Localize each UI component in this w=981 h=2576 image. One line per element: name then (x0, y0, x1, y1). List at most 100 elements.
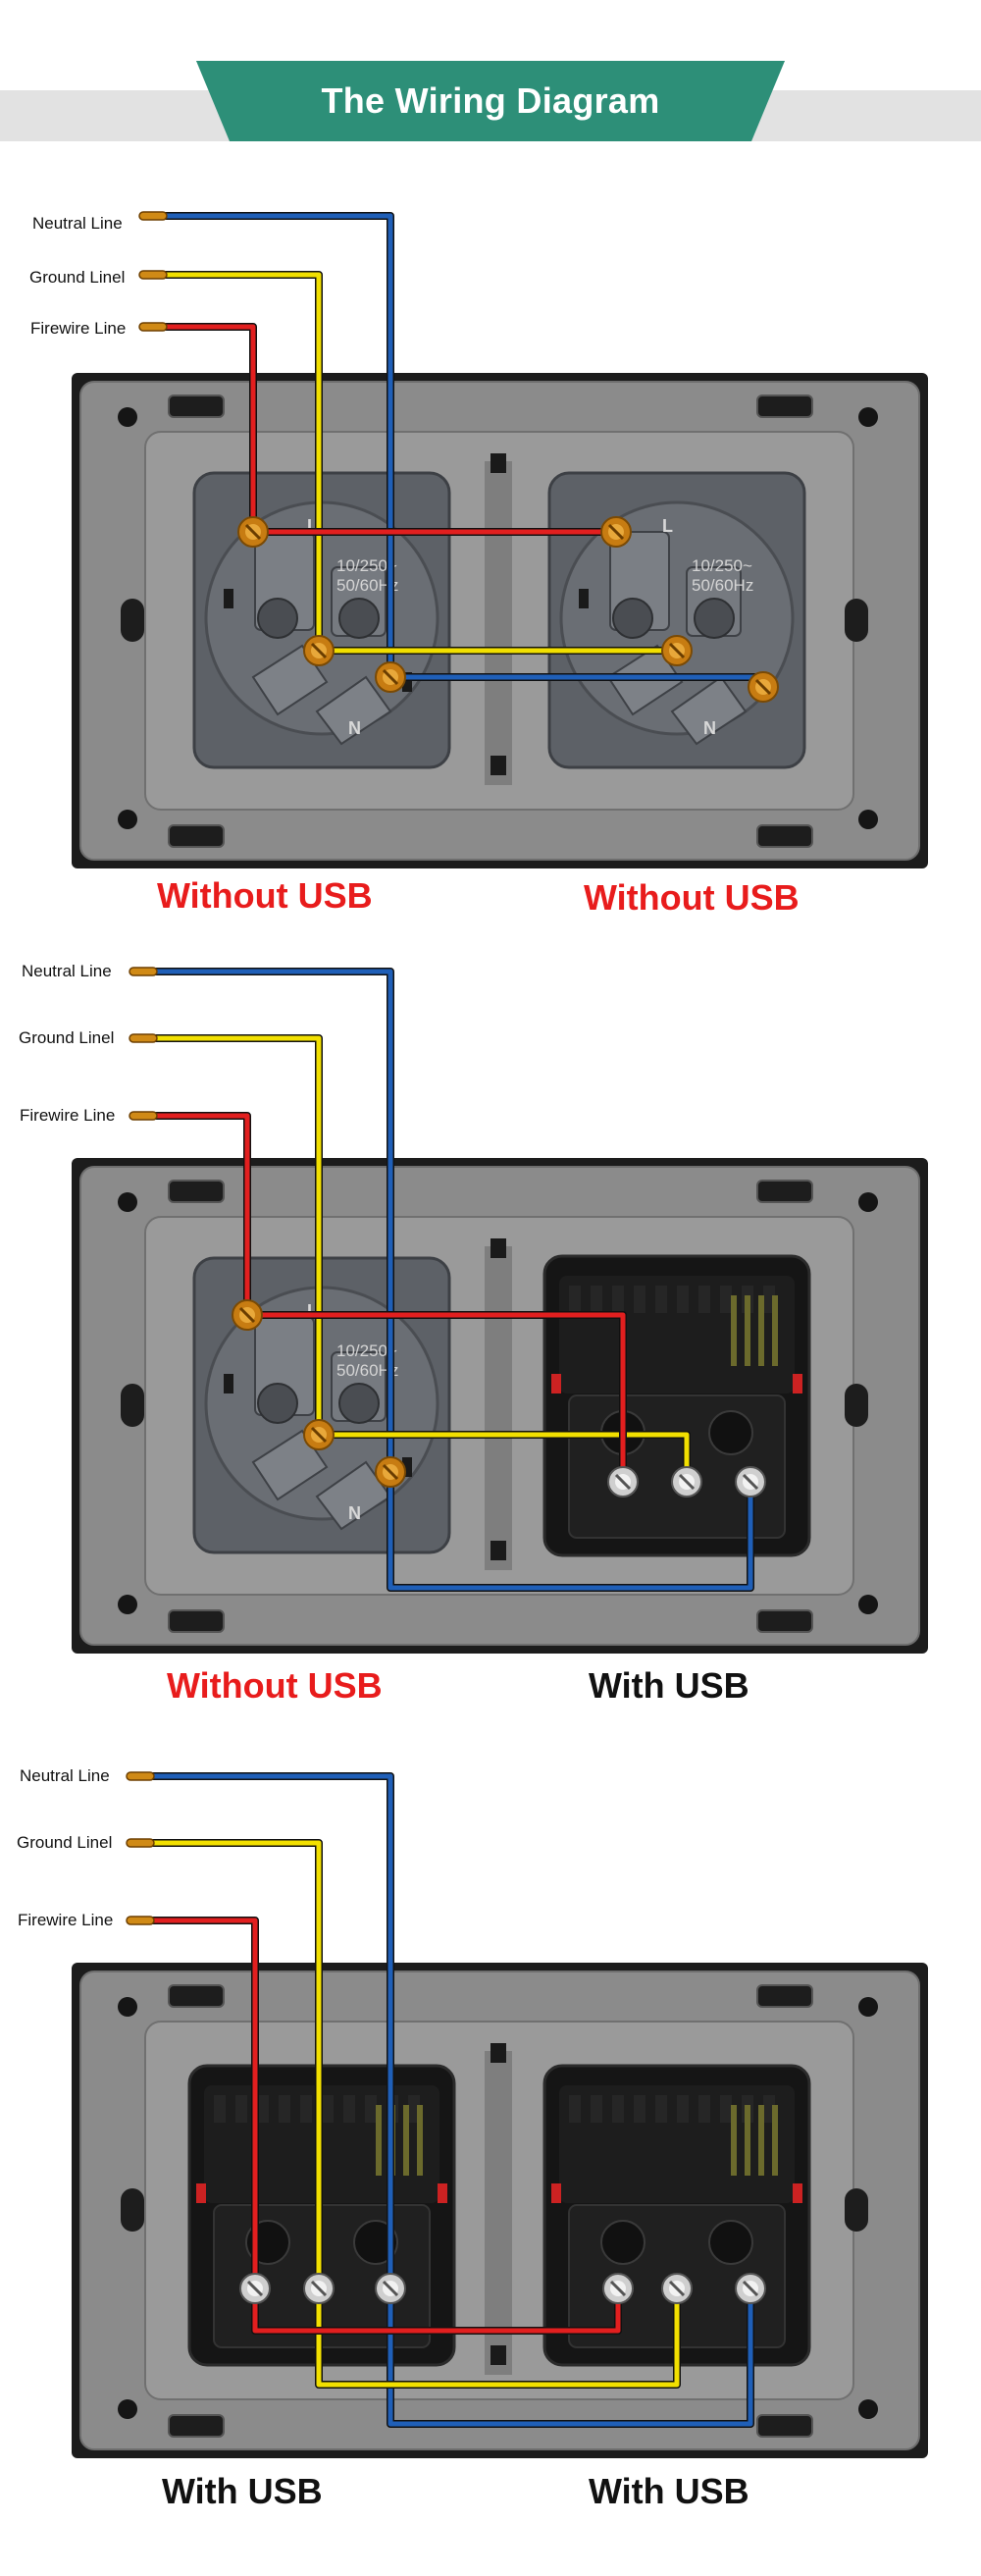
vent-slot (591, 2095, 602, 2123)
terminal-screw (735, 1466, 766, 1498)
mounting-tab (756, 824, 813, 848)
vent-slot (300, 2095, 312, 2123)
side-slot (845, 2188, 868, 2232)
side-slot (845, 599, 868, 642)
wire-copper-end (138, 270, 168, 280)
vent-slot (677, 2095, 689, 2123)
usb-contact (758, 1295, 764, 1366)
vent-slot (235, 2095, 247, 2123)
ground-line-label: Ground Linel (17, 1833, 113, 1852)
wire-copper-end (129, 1033, 158, 1043)
caption-socket-2: Without USB (584, 877, 800, 918)
mounting-tab (756, 1984, 813, 2008)
mounting-tab (756, 394, 813, 418)
pin-hole (338, 598, 380, 639)
side-slot (121, 2188, 144, 2232)
wire (165, 324, 616, 535)
live-marking: L (662, 516, 673, 536)
ground-terminal-block (251, 644, 329, 716)
panel-screw-hole (118, 2399, 137, 2419)
ground-line-label: Ground Linel (29, 268, 126, 287)
firewire-line-label: Firewire Line (30, 319, 127, 338)
mounting-tab (756, 2414, 813, 2438)
panel-screw-hole (118, 1997, 137, 2017)
neutral-marking: N (703, 718, 716, 738)
panel-screw-hole (118, 1595, 137, 1614)
vent-slot (569, 2095, 581, 2123)
wire-copper-end (129, 967, 158, 976)
mounting-tab (168, 394, 225, 418)
rating-marking: 10/250~ (336, 1341, 397, 1360)
pin-hole (694, 598, 735, 639)
pin-hole (338, 1383, 380, 1424)
neutral-marking: N (348, 1503, 361, 1523)
vent-slot (343, 2095, 355, 2123)
pin-hole (257, 598, 298, 639)
wire-copper-end (138, 322, 168, 332)
terminal-screw (661, 2273, 693, 2304)
vent-slot (612, 2095, 624, 2123)
neutral-marking: N (348, 718, 361, 738)
vent-slot (720, 1286, 732, 1313)
mounting-tab (756, 1609, 813, 1633)
caption-socket-2: With USB (589, 2471, 749, 2511)
wire (152, 1773, 753, 2427)
terminal-screw (232, 1299, 263, 1331)
panel-screw-hole (858, 1997, 878, 2017)
panel-screw-hole (858, 810, 878, 829)
terminal-screw (600, 516, 632, 548)
firewire-line-label: Firewire Line (18, 1911, 114, 1929)
vent-slot (612, 1286, 624, 1313)
pin-hole (708, 2220, 753, 2265)
vent-slot (655, 2095, 667, 2123)
panel-screw-hole (118, 1192, 137, 1212)
rating-marking: 10/250~ (692, 556, 752, 575)
pin-hole (708, 1410, 753, 1455)
terminal-screw (303, 2273, 335, 2304)
usb-socket-module (542, 1254, 811, 1557)
vent-slot (698, 2095, 710, 2123)
panel-screw-hole (858, 1192, 878, 1212)
panel-screw-hole (858, 2399, 878, 2419)
usb-contact (758, 2105, 764, 2176)
usb-contact (417, 2105, 423, 2176)
terminal-screw (602, 2273, 634, 2304)
terminal-screw (239, 2273, 271, 2304)
neutral-line-label: Neutral Line (22, 962, 112, 980)
usb-contact (403, 2105, 409, 2176)
vent-slot (257, 2095, 269, 2123)
rating-marking: 10/250~ (336, 556, 397, 575)
frequency-marking: 50/60Hz (336, 576, 398, 595)
terminal-screw (671, 1466, 702, 1498)
panel-screw-hole (858, 1595, 878, 1614)
mounting-tab (168, 1609, 225, 1633)
frequency-marking: 50/60Hz (336, 1361, 398, 1380)
usb-contact (731, 2105, 737, 2176)
panel-screw-hole (118, 407, 137, 427)
terminal-screw (375, 2273, 406, 2304)
caption-socket-2: With USB (589, 1665, 749, 1706)
wire (152, 1840, 680, 2388)
terminal-screw (303, 635, 335, 666)
terminal-screw (375, 661, 406, 693)
neutral-line-label: Neutral Line (32, 214, 123, 233)
vent-slot (655, 1286, 667, 1313)
ground-line-label: Ground Linel (19, 1028, 115, 1047)
header-ribbon (196, 61, 785, 141)
terminal-screw (237, 516, 269, 548)
usb-contact (731, 1295, 737, 1366)
live-marking: L (307, 516, 318, 536)
panel-screw-hole (858, 407, 878, 427)
terminal-screw (303, 1419, 335, 1450)
usb-contact (772, 1295, 778, 1366)
vent-slot (569, 1286, 581, 1313)
vent-slot (214, 2095, 226, 2123)
vent-slot (634, 1286, 645, 1313)
wire (165, 272, 677, 654)
wire-copper-end (129, 1111, 158, 1121)
panel-screw-hole (118, 810, 137, 829)
vent-slot (591, 1286, 602, 1313)
wire-copper-end (126, 1838, 155, 1848)
